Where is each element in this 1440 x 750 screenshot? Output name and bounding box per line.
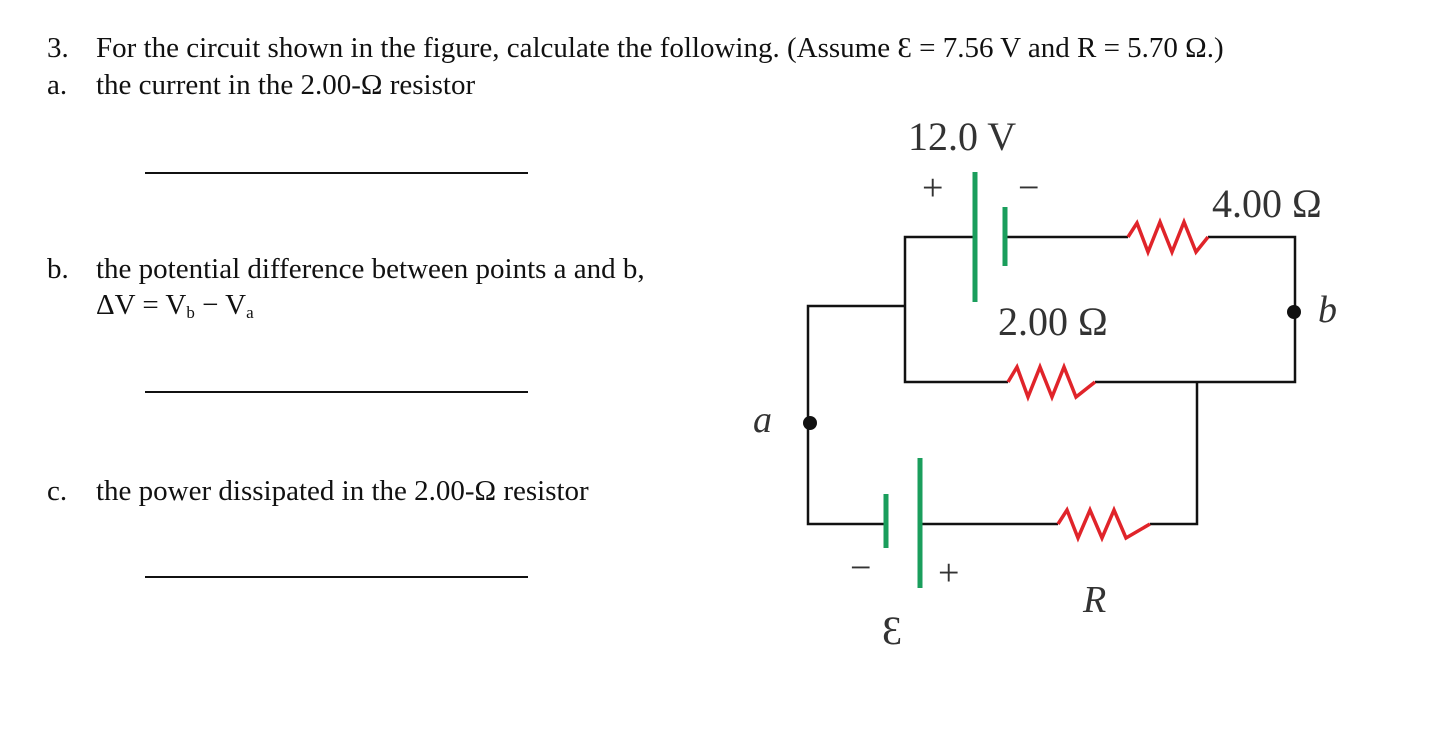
resistor-bottom-label: R [1082,579,1106,621]
point-b-label: b [1318,289,1337,331]
resistor-2ohm [1006,362,1097,402]
question-header: 3. For the circuit shown in the figure, c… [47,30,1224,66]
battery-12v [972,172,1008,302]
answer-blank-c[interactable] [145,576,528,578]
formula-prefix: ΔV = V [96,289,187,321]
part-b: b. the potential difference between point… [47,251,645,287]
part-b-letter: b. [47,253,69,285]
wire-top-left [903,235,1008,384]
part-c-letter: c. [47,475,68,507]
point-a-label: a [753,399,772,441]
resistor-4ohm [1126,217,1210,257]
question-prompt: For the circuit shown in the figure, cal… [96,32,1224,64]
part-b-formula: ΔV = Vb − Va [96,287,254,331]
part-a-letter: a. [47,69,68,101]
point-a-dot [803,416,817,430]
battery-bottom-minus: − [850,547,871,589]
question-number: 3. [47,32,69,64]
circuit-wires [806,235,1297,526]
wire-left [806,304,905,526]
part-c: c. the power dissipated in the 2.00-Ω res… [47,473,589,509]
wire-bottom-right [1150,382,1199,526]
answer-blank-b[interactable] [145,391,528,393]
battery-emf [883,458,923,588]
part-c-text: the power dissipated in the 2.00-Ω resis… [96,475,589,507]
wire-top-right [1095,235,1297,384]
battery-top-label: 12.0 V [908,114,1016,159]
battery-bottom-label: Ɛ [882,608,902,653]
battery-bottom-plus: + [938,552,959,594]
resistor-top-label: 4.00 Ω [1212,181,1322,226]
formula-mid: − V [194,289,247,321]
battery-top-plus: + [922,167,943,209]
answer-blank-a[interactable] [145,172,528,174]
resistor-r [1056,505,1151,543]
part-a-text: the current in the 2.00-Ω resistor [96,69,476,101]
part-b-text: the potential difference between points … [96,253,645,285]
resistor-middle-label: 2.00 Ω [998,299,1108,344]
part-a: a. the current in the 2.00-Ω resistor [47,67,475,103]
formula-sub-b: b [186,303,195,322]
formula-sub-a: a [246,303,254,322]
battery-top-minus: − [1018,167,1039,209]
point-b-dot [1287,305,1301,319]
